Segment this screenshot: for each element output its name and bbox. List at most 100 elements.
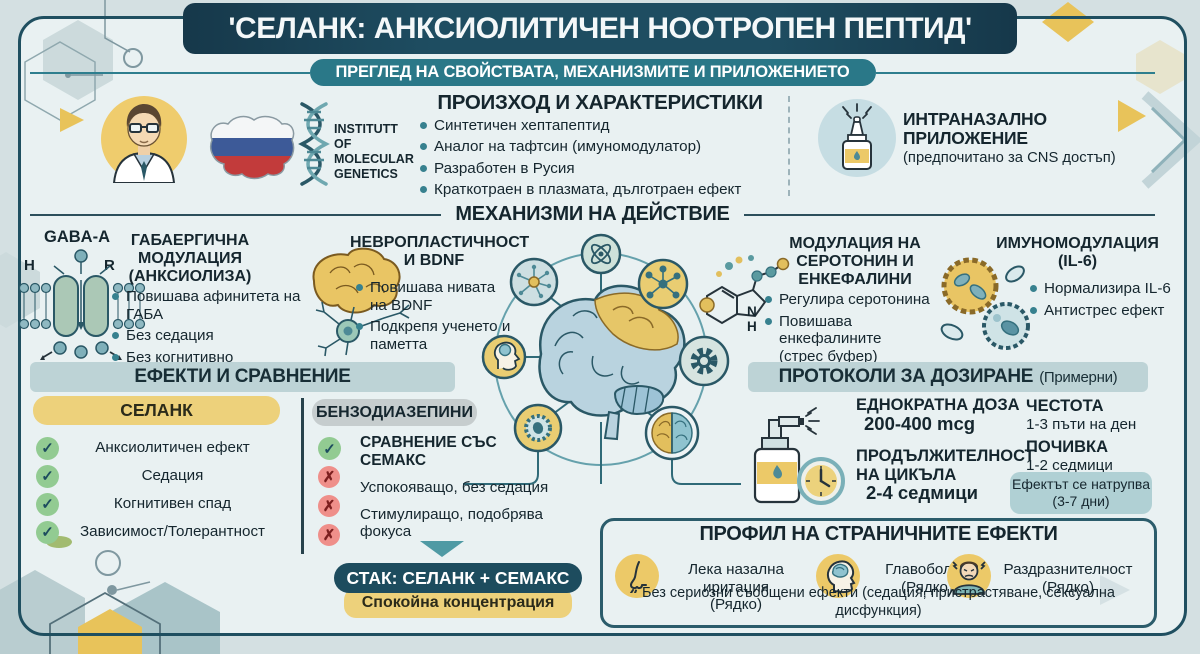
dna-helix-icon xyxy=(298,102,330,186)
origin-bullet-text: Краткотраен в плазмата, дълготраен ефект xyxy=(434,181,742,198)
subtitle-row: ПРЕГЛЕД НА СВОЙСТВАТА, МЕХАНИЗМИТЕ И ПРИ… xyxy=(30,59,1156,86)
check-icon: ✓ xyxy=(36,436,59,460)
page-title: 'СЕЛАНК: АНКСИОЛИТИЧЕН НООТРОПЕН ПЕПТИД' xyxy=(183,3,1017,54)
immuno-title: ИМУНОМОДУЛАЦИЯ (IL-6) xyxy=(996,235,1159,270)
origin-heading: ПРОИЗХОД И ХАРАКТЕРИСТИКИ xyxy=(437,91,763,114)
check-icon: ✓ xyxy=(36,520,59,544)
immuno-bullet-text: Нормализира IL-6 xyxy=(1044,280,1171,297)
spray-bottle-icon xyxy=(753,407,820,504)
bullet-dot-icon xyxy=(1030,285,1037,292)
cycle-value: 2-4 седмици xyxy=(866,482,979,503)
irritability-icon xyxy=(952,561,986,595)
benzo-column-header: БЕНЗОДИАЗЕПИНИ xyxy=(312,399,477,426)
headache-icon-circle xyxy=(816,554,860,598)
gaba-bullet-text: Повишава афинитета на ГАБА xyxy=(126,288,301,323)
gaba-bullets: Повишава афинитета на ГАБА Без седация Б… xyxy=(112,288,324,388)
dosing-heading-note: (Примерни) xyxy=(1039,368,1118,386)
cycle-label: ПРОДЪЛЖИТЕЛНОСТ НА ЦИКЪЛА xyxy=(856,447,1035,484)
selank-item-text: Анксиолитичен ефект xyxy=(95,439,250,457)
check-icon: ✓ xyxy=(318,437,341,460)
institute-line-3: GENETICS xyxy=(334,167,398,181)
origin-bullet: Аналог на тафтсин (имуномодулатор) xyxy=(420,138,780,156)
russia-map-flag-icon xyxy=(210,115,295,180)
side-effects-box: ПРОФИЛ НА СТРАНИЧНИТЕ ЕФЕКТИ Лека назалн… xyxy=(600,518,1157,628)
selank-item-text: Когнитивен спад xyxy=(113,495,232,513)
bdnf-title: НЕВРОПЛАСТИЧНОСТ И BDNF xyxy=(350,234,530,269)
divider-line-right xyxy=(743,213,1155,216)
check-icon: ✓ xyxy=(36,464,59,488)
bullet-dot-icon xyxy=(112,332,119,339)
side-effect-item: Лека назална иритация (Рядко) xyxy=(661,561,811,614)
cross-icon: ✗ xyxy=(318,524,340,546)
nasal-spray-circle xyxy=(818,99,896,177)
benzo-compare-title: СРАВНЕНИЕ СЪС СЕМАКС xyxy=(360,434,497,469)
bdnf-bullets: Повишава нивата на BDNF Подкрепя ученето… xyxy=(356,279,521,357)
comparison-divider-line xyxy=(301,398,304,554)
selank-column-header: СЕЛАНК xyxy=(33,396,280,425)
nose-icon xyxy=(629,561,647,593)
break-label: ПОЧИВКА xyxy=(1026,438,1109,456)
brain-neuron-icon xyxy=(312,247,410,357)
bullet-dot-icon xyxy=(112,353,119,361)
side-effect-item: Раздразнителност (Рядко) xyxy=(993,561,1143,596)
side-effects-footer: Без сериозни съобщени ефекти (седация, п… xyxy=(641,585,1115,619)
side-effect-label: Раздразнителност xyxy=(1003,561,1133,578)
intranasal-heading: ИНТРАНАЗАЛНО ПРИЛОЖЕНИЕ xyxy=(903,109,1047,148)
institute-line-2: OF MOLECULAR xyxy=(334,137,414,166)
bdnf-bullet-text: Повишава нивата на BDNF xyxy=(370,279,496,314)
bullet-dot-icon xyxy=(765,317,772,325)
bdnf-bullet-text: Подкрепя ученето и паметта xyxy=(370,318,511,353)
origin-bullet: Синтетичен хептапептид xyxy=(420,117,780,135)
frequency-label: ЧЕСТОТА xyxy=(1026,397,1104,415)
bullet-dot-icon xyxy=(1030,306,1037,314)
gaba-bullet-text: Без седация xyxy=(126,327,214,344)
gaba-r-label: R xyxy=(104,257,115,274)
benzo-text-column: СРАВНЕНИЕ СЪС СЕМАКС Успокояващо, без се… xyxy=(360,434,575,541)
benzo-item-text: Стимулиращо, подобрява фокуса xyxy=(360,505,543,541)
nose-icon-circle xyxy=(615,554,659,598)
intranasal-note: (предпочитано за CNS достъп) xyxy=(903,150,1116,166)
intranasal-section: ИНТРАНАЗАЛНО ПРИЛОЖЕНИЕ (предпочитано за… xyxy=(903,110,1148,168)
bullet-dot-icon xyxy=(420,164,427,172)
single-dose-label: ЕДНОКРАТНА ДОЗА xyxy=(856,396,1020,414)
dosing-heading-text: ПРОТОКОЛИ ЗА ДОЗИРАНЕ xyxy=(778,366,1034,387)
nasal-spray-icon xyxy=(842,103,872,170)
side-effect-note: (Рядко) xyxy=(709,596,763,613)
frequency-value: 1-3 пъти на ден xyxy=(1026,416,1137,433)
origin-bullet-text: Синтетичен хептапептид xyxy=(434,116,610,134)
selank-items-list: ✓ Анксиолитичен ефект ✓ Седация ✓ Когнитиве… xyxy=(36,434,286,546)
bullet-dot-icon xyxy=(420,186,427,193)
bullet-dot-icon xyxy=(356,284,363,291)
institute-line-1: INSTITUTT xyxy=(334,122,398,136)
down-arrow-icon xyxy=(420,541,464,557)
gaba-receptor-icon xyxy=(18,249,146,360)
bullet-dot-icon xyxy=(420,121,427,129)
cross-icon: ✗ xyxy=(318,466,340,488)
serotonin-bullets: Регулира серотонина Повишава енкефалинит… xyxy=(765,291,950,369)
divider-line-left xyxy=(30,213,442,216)
bullet-dot-icon xyxy=(356,323,363,330)
gaba-receptor-label: GABA-A xyxy=(44,228,110,246)
selank-item-text: Седация xyxy=(141,467,204,485)
origin-bullet: Разработен в Русия xyxy=(420,160,780,178)
serotonin-h-label: H xyxy=(747,319,757,334)
selank-item-row: ✓ Когнитивен спад xyxy=(36,490,286,518)
serotonin-bullet-text: Регулира серотонина xyxy=(779,291,930,308)
stack-result-pill: Спокойна концентрация xyxy=(344,588,572,618)
check-icon: ✓ xyxy=(36,492,59,516)
dosing-section-header: ПРОТОКОЛИ ЗА ДОЗИРАНЕ (Примерни) xyxy=(748,362,1148,392)
origin-bullet-text: Разработен в Русия xyxy=(434,159,575,177)
doctor-avatar-icon xyxy=(101,96,187,183)
irritability-icon-circle xyxy=(947,554,991,598)
institute-label: INSTITUTT OF MOLECULAR GENETICS xyxy=(334,122,434,182)
bullet-dot-icon xyxy=(420,143,427,150)
bullet-dot-icon xyxy=(765,296,772,303)
subtitle-line-left xyxy=(30,71,310,74)
origin-section: ПРОИЗХОД И ХАРАКТЕРИСТИКИ Синтетичен хеп… xyxy=(420,91,780,203)
page-subtitle: ПРЕГЛЕД НА СВОЙСТВАТА, МЕХАНИЗМИТЕ И ПРИ… xyxy=(309,59,876,86)
bullet-dot-icon xyxy=(112,293,119,300)
selank-item-row: ✓ Анксиолитичен ефект xyxy=(36,434,286,462)
immuno-bullet-text: Антистрес ефект xyxy=(1044,301,1165,319)
selank-item-row: ✓Зависимост/Толерантност xyxy=(36,518,286,546)
